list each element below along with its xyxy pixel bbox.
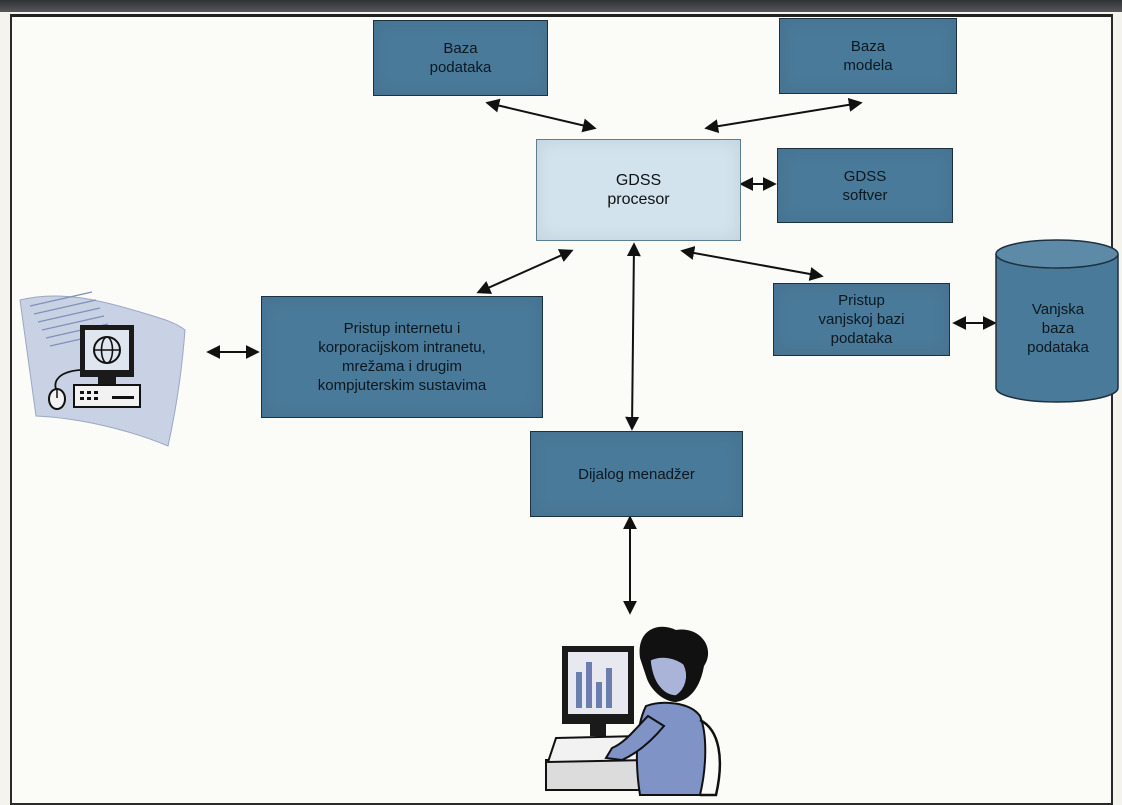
node-external-access-label: Pristup vanjskoj bazi podataka xyxy=(818,292,905,347)
user-at-computer-icon xyxy=(545,626,722,797)
node-model-base: Baza modela xyxy=(779,18,957,94)
arrow-processor-internet xyxy=(476,249,574,294)
arrow-processor-dialog xyxy=(625,242,641,431)
node-dialog-manager: Dijalog menadžer xyxy=(530,431,743,517)
arrow-models-processor xyxy=(704,97,863,134)
node-database: Baza podataka xyxy=(373,20,548,96)
external-db-cylinder xyxy=(995,239,1119,403)
top-strip xyxy=(0,0,1122,12)
node-model-base-label: Baza modela xyxy=(843,38,893,74)
node-external-access: Pristup vanjskoj bazi podataka xyxy=(773,283,950,356)
external-db-label: Vanjska baza podataka xyxy=(1027,301,1089,356)
arrow-processor-external-access xyxy=(680,246,824,281)
node-database-label: Baza podataka xyxy=(429,40,492,76)
diagram-frame xyxy=(10,14,1113,805)
node-internet-access-label: Pristup internetu i korporacijskom intra… xyxy=(317,320,487,394)
arrow-db-processor xyxy=(485,98,597,133)
node-gdss-software: GDSS softver xyxy=(777,148,953,223)
node-dialog-manager-label: Dijalog menadžer xyxy=(578,465,695,483)
node-internet-access: Pristup internetu i korporacijskom intra… xyxy=(261,296,543,418)
node-gdss-processor-label: GDSS procesor xyxy=(607,172,670,208)
networked-computer-icon xyxy=(19,291,186,447)
node-gdss-processor: GDSS procesor xyxy=(536,139,741,241)
node-gdss-software-label: GDSS softver xyxy=(842,167,888,204)
